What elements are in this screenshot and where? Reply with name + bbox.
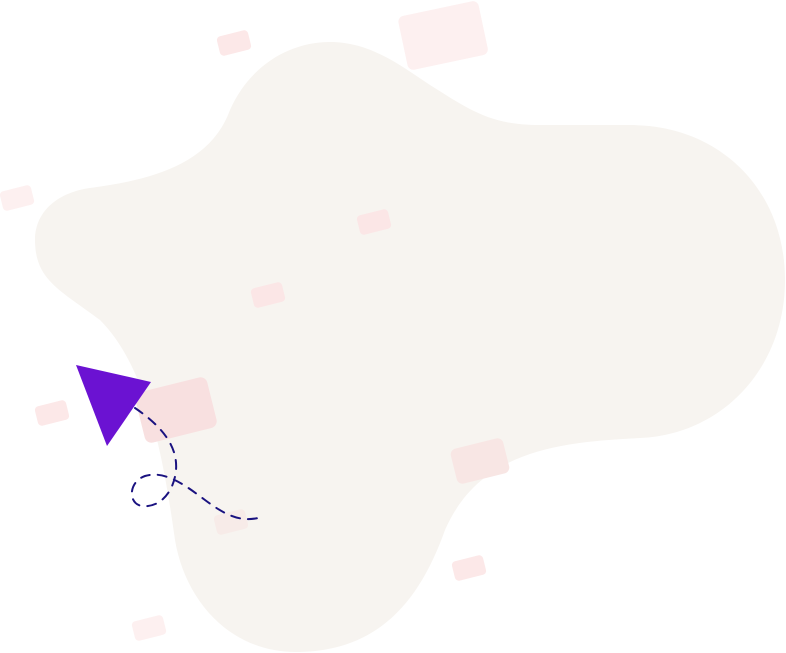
pink-rect (213, 509, 249, 535)
background-blob (35, 42, 785, 653)
pink-rect (451, 555, 487, 581)
pink-rect-large (135, 377, 217, 443)
pink-rect (0, 185, 35, 211)
pink-rect (250, 282, 286, 308)
cursor-arrow-icon (76, 365, 151, 446)
decorative-rectangles (0, 1, 510, 641)
pink-rect (450, 438, 510, 484)
dashed-path (130, 407, 259, 520)
pink-rect (131, 615, 167, 641)
pink-rect (398, 1, 488, 70)
pink-rect (356, 209, 392, 235)
pink-rect (34, 400, 70, 426)
pink-rect (216, 30, 252, 56)
